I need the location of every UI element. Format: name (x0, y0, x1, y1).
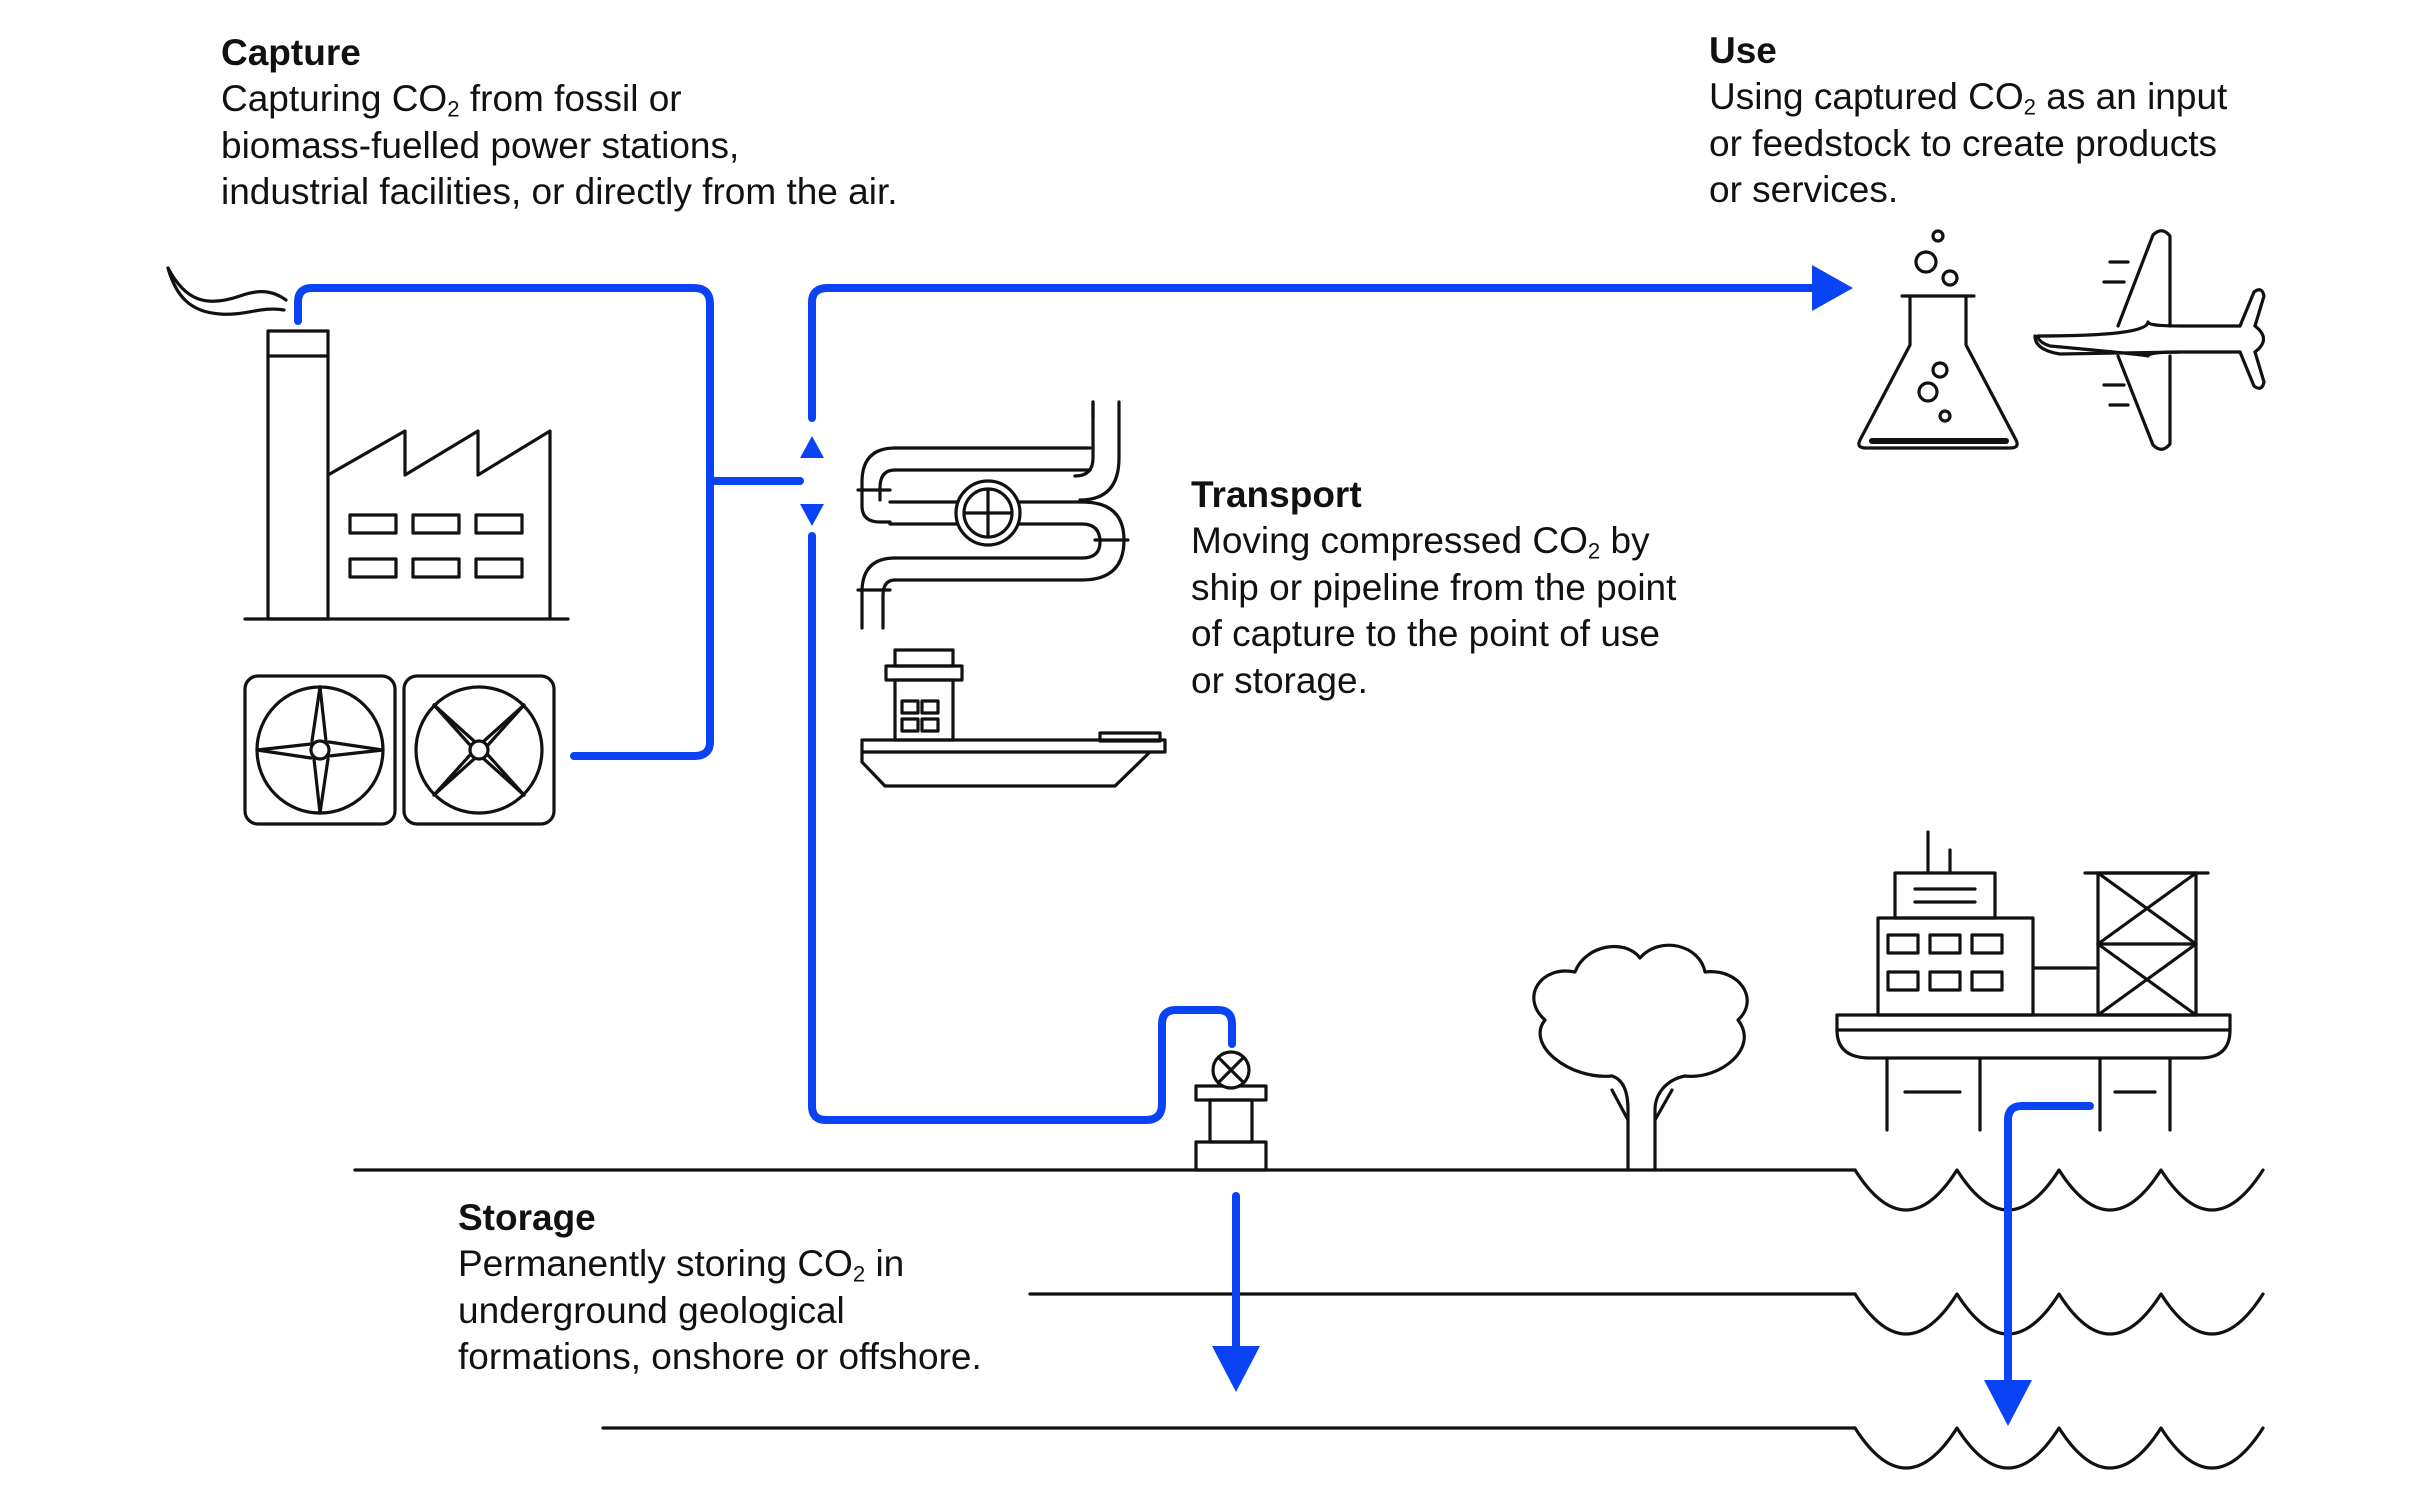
wellhead-icon (1194, 1050, 1268, 1172)
factory-icon (243, 329, 570, 621)
direct-air-capture-fans-icon (243, 674, 556, 826)
transport-description: Moving compressed CO2 by ship or pipelin… (1191, 518, 1676, 704)
smoke-icon (166, 266, 288, 316)
capture-line-2: biomass-fuelled power stations, (221, 124, 740, 166)
use-line-3: or services. (1709, 169, 1899, 210)
flask-icon (1857, 229, 2019, 450)
capture-text-block: Capture Capturing CO2 from fossil or bio… (221, 30, 898, 216)
transport-line-4: or storage. (1191, 659, 1368, 701)
pipeline-icon (856, 400, 1130, 630)
ship-icon (860, 648, 1167, 788)
use-heading: Use (1709, 30, 1777, 71)
storage-line-2: underground geological (458, 1289, 845, 1331)
use-description: Using captured CO2 as an input or feedst… (1709, 74, 2227, 214)
ground-lines (353, 1168, 1857, 1430)
storage-heading: Storage (458, 1197, 596, 1238)
capture-line-3: industrial facilities, or directly from … (221, 171, 898, 212)
capture-line-1: Capturing CO2 from fossil or (221, 78, 682, 122)
storage-description: Permanently storing CO2 in underground g… (458, 1241, 982, 1381)
transport-heading: Transport (1191, 474, 1362, 515)
use-line-1: Using captured CO2 as an input (1709, 76, 2228, 120)
capture-description: Capturing CO2 from fossil or biomass-fue… (221, 76, 898, 216)
tree-icon (1532, 943, 1749, 1172)
storage-text-block: Storage Permanently storing CO2 in under… (458, 1195, 982, 1381)
co2-flow-lines (294, 265, 2094, 1426)
transport-line-1: Moving compressed CO2 by (1191, 520, 1650, 564)
use-text-block: Use Using captured CO2 as an input or fe… (1709, 28, 2227, 214)
sea-waves-icon (1853, 1168, 2265, 1470)
capture-heading: Capture (221, 32, 361, 73)
transport-line-2: ship or pipeline from the point (1191, 566, 1677, 608)
offshore-platform-icon (1835, 830, 2232, 1132)
storage-line-3: formations, onshore or offshore. (458, 1336, 982, 1377)
transport-line-3: of capture to the point of use (1191, 613, 1660, 654)
transport-text-block: Transport Moving compressed CO2 by ship … (1191, 472, 1676, 704)
airplane-icon (2033, 229, 2266, 451)
storage-line-1: Permanently storing CO2 in (458, 1243, 905, 1287)
use-line-2: or feedstock to create products (1709, 122, 2217, 164)
